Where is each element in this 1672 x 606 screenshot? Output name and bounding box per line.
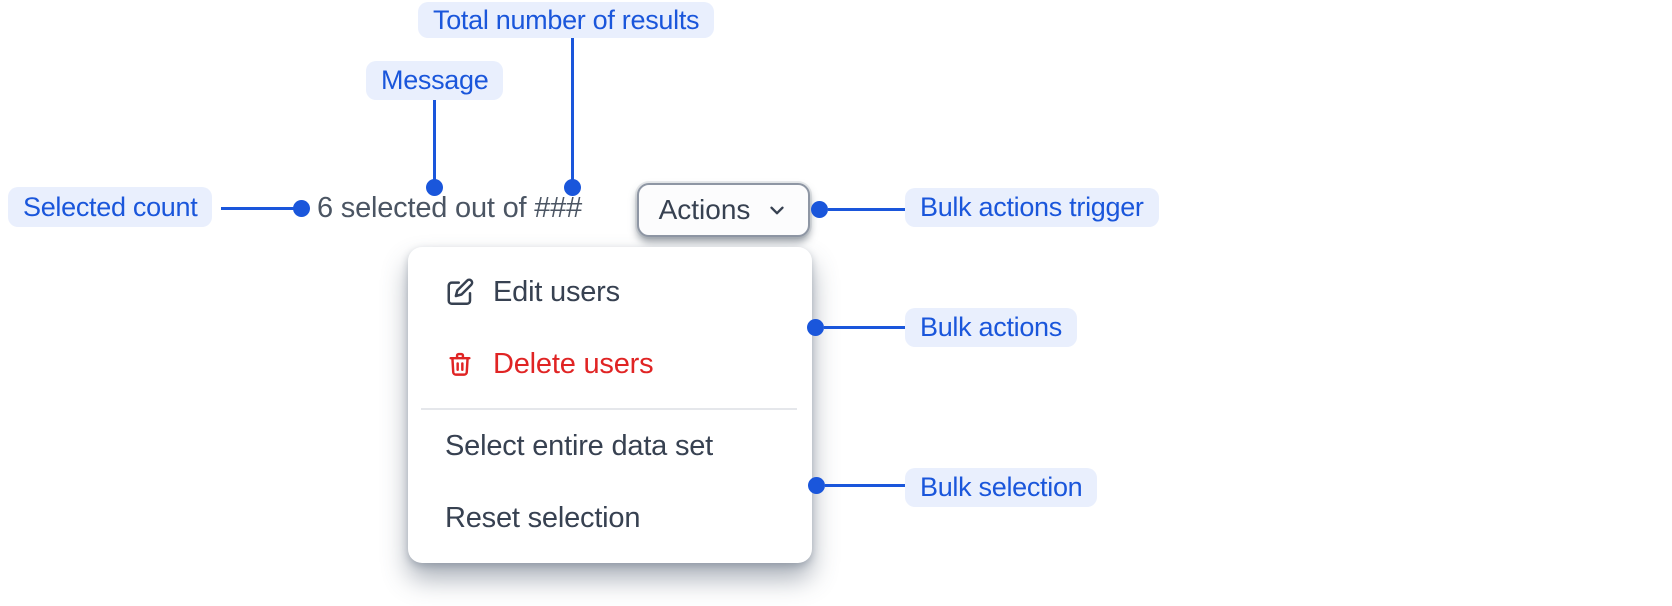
connector-dot-bulk-actions — [807, 319, 824, 336]
annotation-label-bulk-actions-trigger-text: Bulk actions trigger — [920, 192, 1144, 222]
annotation-label-bulk-actions-trigger: Bulk actions trigger — [905, 188, 1159, 227]
bulk-actions-dropdown-menu: Edit users Delete users Select entire da… — [408, 247, 812, 563]
annotation-label-selected-count: Selected count — [8, 187, 213, 227]
annotation-label-selected-count-text: Selected count — [23, 191, 198, 222]
annotation-label-total-results-text: Total number of results — [433, 4, 700, 35]
bulk-actions-trigger-button[interactable]: Actions — [637, 183, 810, 237]
connector-line-total-results — [571, 38, 574, 180]
menu-item-reset-selection-label: Reset selection — [445, 501, 641, 534]
annotation-label-bulk-selection-text: Bulk selection — [920, 472, 1083, 502]
chevron-down-icon — [766, 199, 788, 221]
annotation-label-message-text: Message — [381, 65, 489, 95]
connector-dot-bulk-selection — [808, 477, 825, 494]
menu-item-select-entire-data-set[interactable]: Select entire data set — [408, 410, 812, 482]
bulk-actions-trigger-label: Actions — [658, 194, 751, 225]
menu-item-edit-users-label: Edit users — [493, 275, 620, 308]
annotation-label-bulk-selection: Bulk selection — [905, 468, 1098, 507]
menu-item-delete-users-label: Delete users — [493, 347, 654, 380]
trash-icon — [445, 349, 475, 379]
annotation-label-bulk-actions: Bulk actions — [905, 308, 1077, 347]
connector-line-bulk-actions-trigger — [828, 208, 905, 211]
connector-dot-bulk-actions-trigger — [811, 201, 828, 218]
connector-line-selected-count — [221, 207, 294, 210]
connector-dot-message — [426, 179, 443, 196]
edit-icon — [445, 277, 475, 307]
connector-line-bulk-selection — [825, 484, 905, 487]
annotation-label-bulk-actions-text: Bulk actions — [920, 312, 1062, 342]
connector-dot-selected-count — [293, 200, 310, 217]
menu-item-delete-users[interactable]: Delete users — [408, 328, 812, 400]
menu-divider — [421, 408, 797, 410]
menu-item-edit-users[interactable]: Edit users — [408, 256, 812, 328]
selection-count-message: 6 selected out of ### — [317, 192, 583, 224]
annotation-label-message: Message — [366, 61, 504, 100]
connector-line-message — [433, 100, 436, 180]
annotation-label-total-results: Total number of results — [418, 2, 715, 38]
menu-item-reset-selection[interactable]: Reset selection — [408, 482, 812, 554]
menu-item-select-entire-data-set-label: Select entire data set — [445, 429, 714, 462]
connector-dot-total-results — [564, 179, 581, 196]
connector-line-bulk-actions — [824, 326, 905, 329]
